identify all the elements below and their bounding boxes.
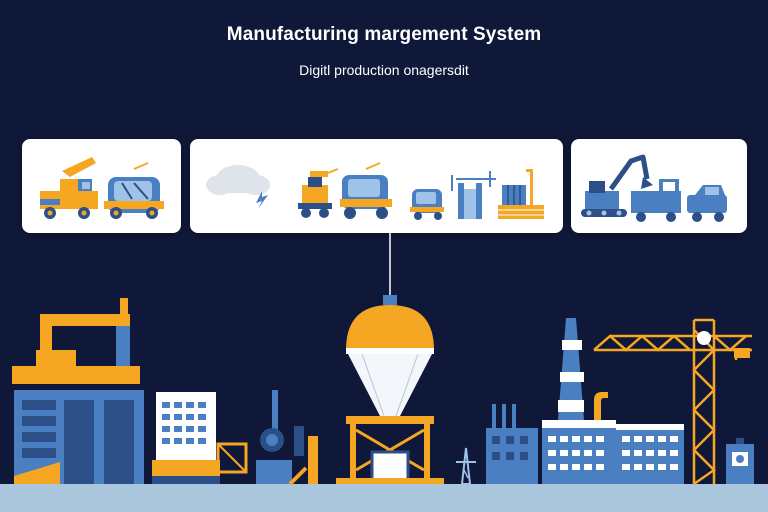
page-subtitle: Digitl production onagersdit	[299, 62, 469, 78]
funnel-hopper-machine	[336, 295, 444, 484]
crane-cab	[697, 331, 711, 345]
factory-tower-icon	[451, 171, 496, 219]
cargo-truck-icon	[631, 179, 681, 222]
robotic-press-machine	[12, 298, 144, 484]
excavator-icon	[581, 154, 653, 217]
bulldozer-icon	[340, 162, 392, 219]
crane-counterweight	[734, 348, 750, 358]
monitor-station	[726, 438, 754, 484]
lab-equipment	[216, 390, 318, 486]
vehicle-panel-right[interactable]	[571, 139, 747, 233]
office-building	[152, 392, 220, 484]
forklift-icon	[298, 168, 339, 218]
vehicle-panel-left[interactable]	[22, 139, 181, 233]
van-icon	[687, 185, 727, 222]
factory-building	[486, 404, 538, 484]
page-title: Manufacturing margement System	[226, 24, 542, 45]
panel-left-illustration	[40, 157, 164, 219]
panel-right-illustration	[581, 154, 727, 222]
cloud-icon	[206, 165, 270, 209]
ground-strip	[0, 484, 768, 512]
power-tower	[456, 447, 476, 485]
vehicle-panel-center[interactable]	[190, 139, 563, 233]
factory-chimney-icon	[498, 169, 544, 219]
panel-center-illustration	[206, 162, 544, 220]
forklift-loader-icon	[104, 162, 164, 219]
tower-crane	[593, 318, 752, 486]
chimney-tower	[542, 318, 684, 484]
dump-truck-icon	[40, 157, 98, 219]
small-truck-icon	[410, 189, 444, 220]
